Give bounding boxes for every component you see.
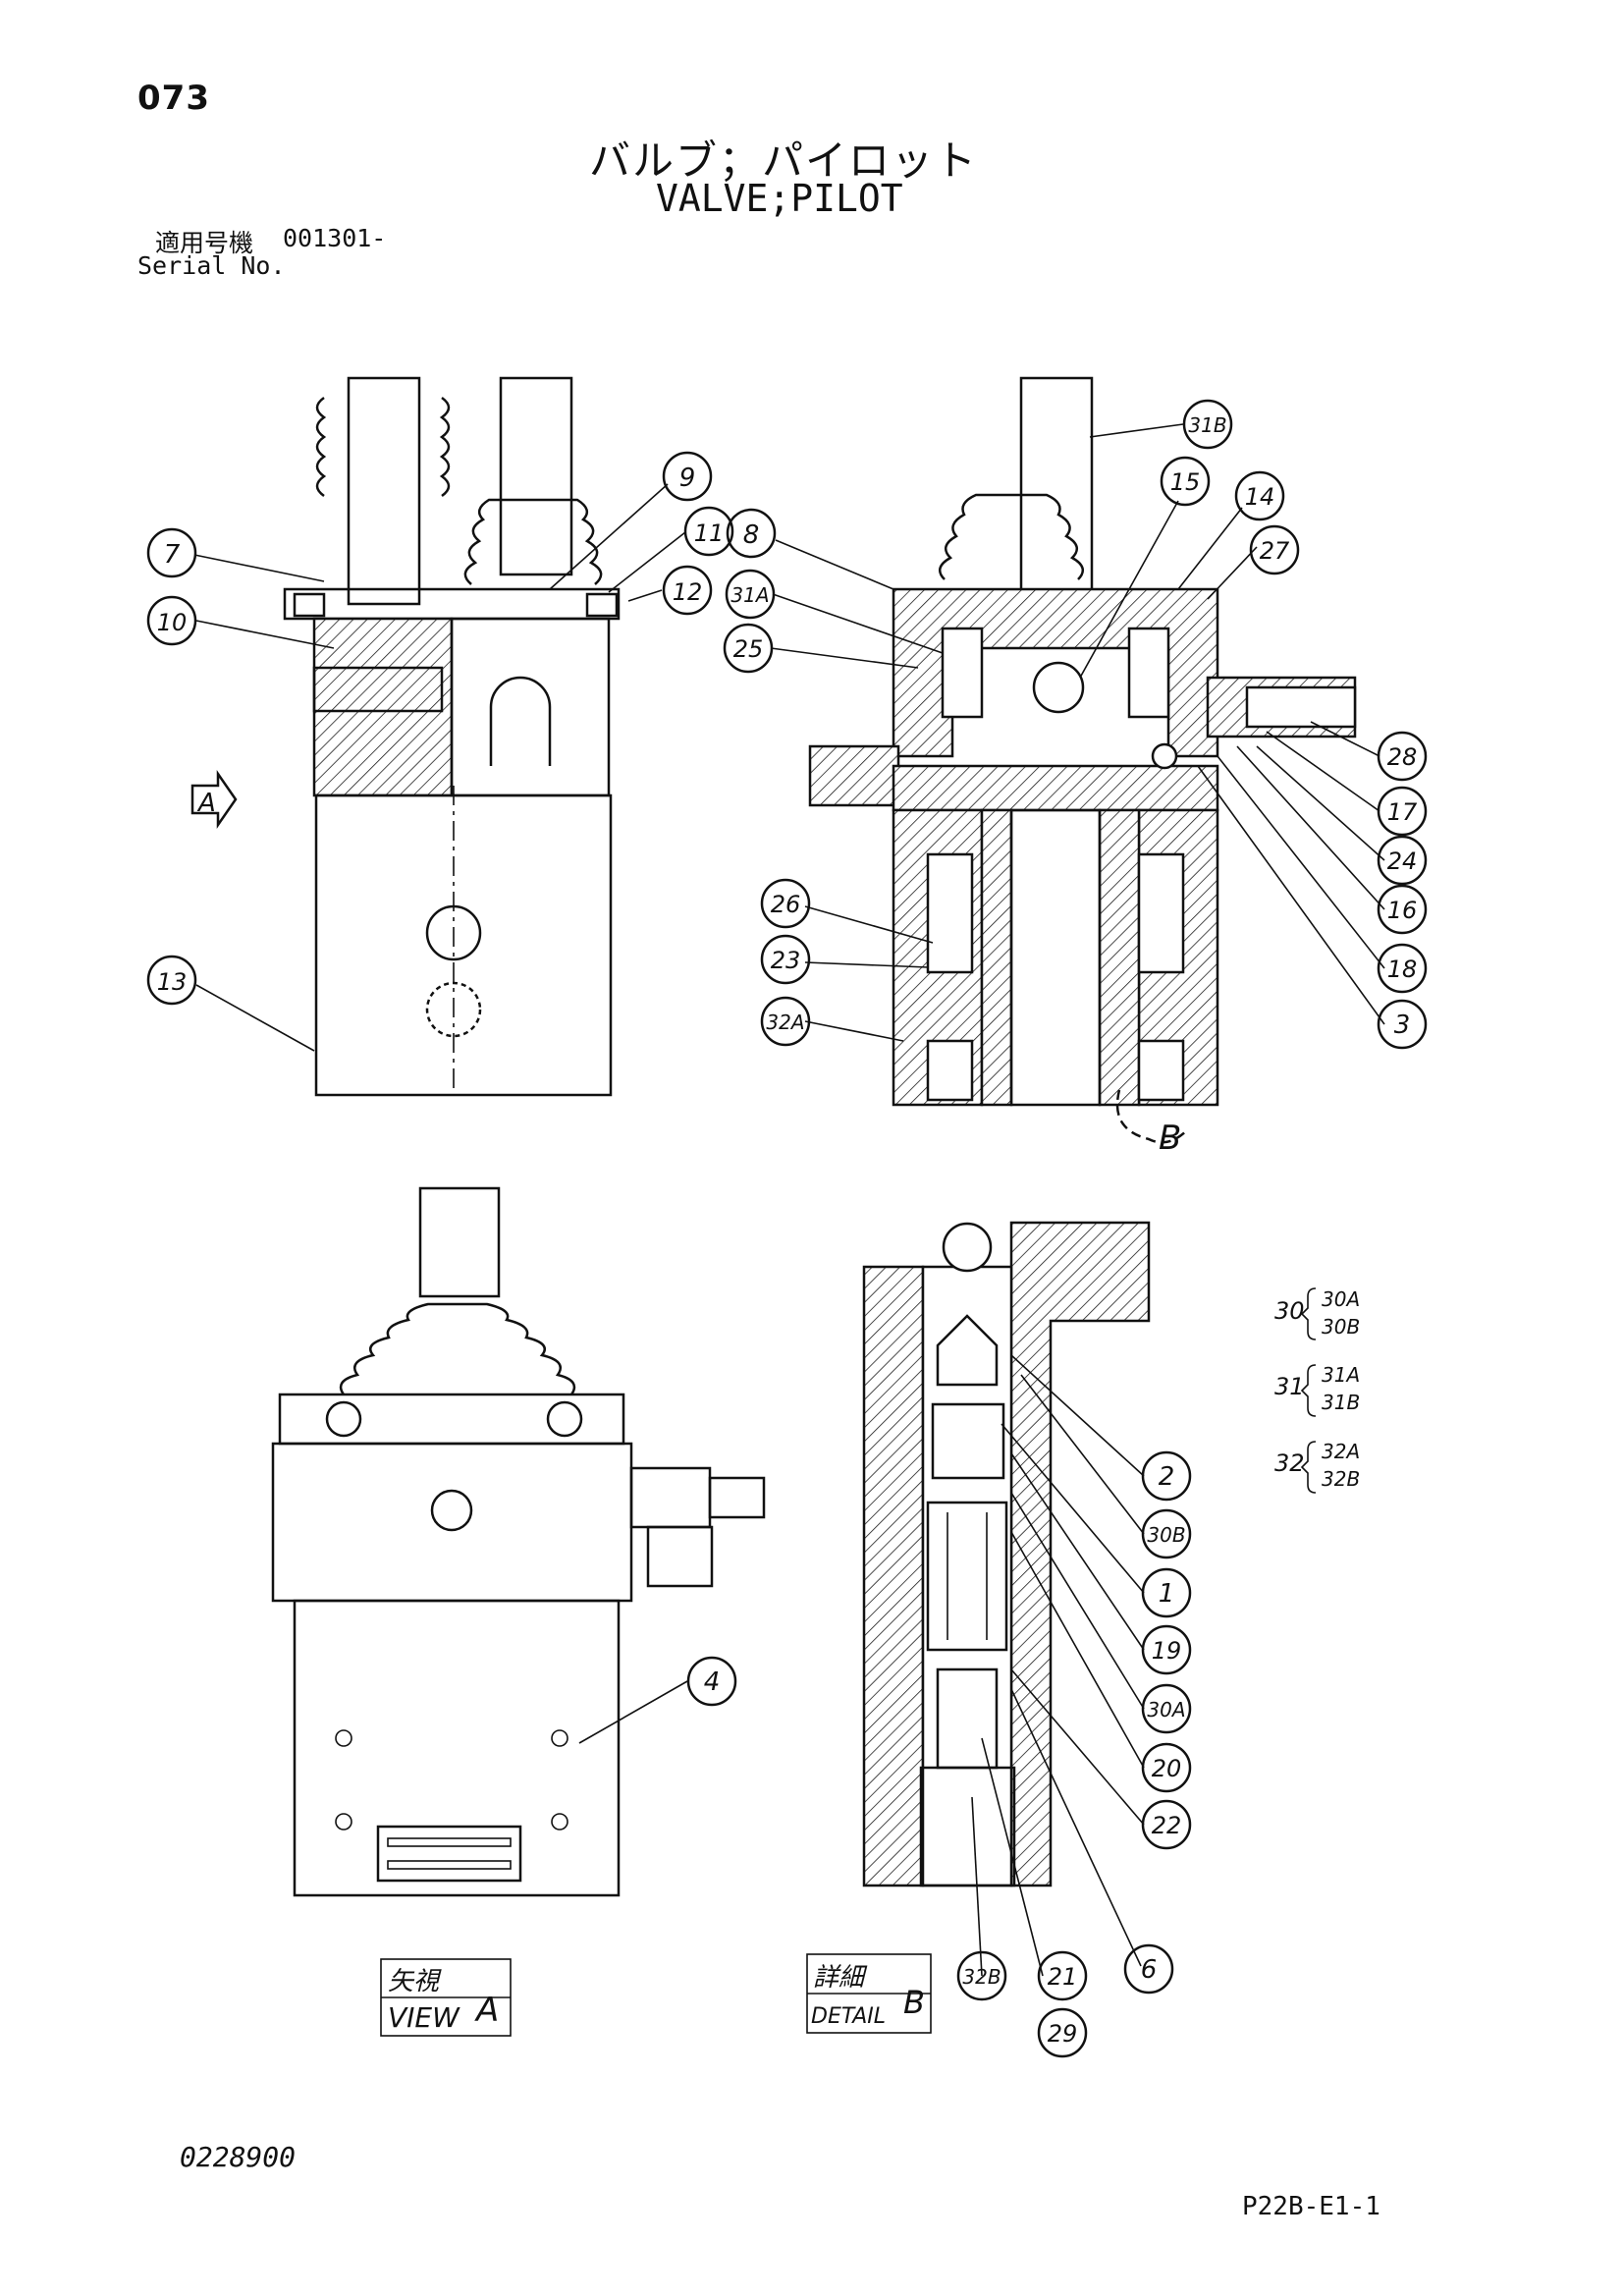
section-view: B (808, 376, 1357, 1158)
callout-7: 7 (164, 540, 181, 570)
group-32-sub-a: 32A (1322, 1440, 1360, 1463)
view-a-label-jp: 矢視 (388, 1967, 442, 1996)
group-32-sub-b: 32B (1322, 1467, 1360, 1491)
callout-9: 9 (679, 464, 696, 493)
group-31-sub-a: 31A (1322, 1363, 1360, 1387)
page-number: 073 (137, 79, 210, 118)
callout-15: 15 (1170, 468, 1201, 496)
group-31-main: 31 (1274, 1373, 1305, 1400)
callout-6: 6 (1141, 1955, 1158, 1985)
callout-1: 1 (1159, 1579, 1175, 1609)
group-31-sub-b: 31B (1322, 1391, 1360, 1414)
callout-24: 24 (1387, 847, 1418, 875)
callout-32b: 32B (962, 1965, 1001, 1989)
title-english: VALVE;PILOT (656, 177, 903, 220)
callout-13: 13 (157, 968, 188, 996)
callout-32a: 32A (766, 1011, 804, 1034)
leader-lines (193, 423, 1385, 1977)
callout-14: 14 (1245, 483, 1275, 511)
callout-21: 21 (1048, 1963, 1078, 1991)
detail-letter: B (1159, 1119, 1181, 1158)
detail-b-label-letter: B (903, 1984, 925, 2021)
detail-b-label-jp: 詳細 (813, 1963, 868, 1993)
document-code: 0228900 (180, 2141, 297, 2173)
callout-22: 22 (1152, 1812, 1182, 1839)
detail-b-label: 詳細 DETAIL B (806, 1953, 932, 2034)
detail-b-label-en: DETAIL (811, 2004, 886, 2029)
title-japanese: バルブ；パイロット (589, 137, 979, 185)
view-a-label: 矢視 VIEW A (380, 1958, 512, 2037)
callout-30a: 30A (1147, 1698, 1185, 1722)
view-a-label-letter: A (474, 1991, 499, 2030)
group-30-sub-b: 30B (1322, 1315, 1360, 1339)
group-30-main: 30 (1274, 1297, 1305, 1325)
callout-30b: 30B (1147, 1523, 1185, 1547)
callout-23: 23 (771, 947, 801, 974)
callout-3: 3 (1394, 1011, 1411, 1040)
group-32-main: 32 (1274, 1449, 1305, 1477)
detail-b (862, 1221, 1151, 1887)
callout-29: 29 (1048, 2020, 1078, 2048)
callout-18: 18 (1387, 956, 1418, 983)
callout-26: 26 (771, 891, 801, 918)
callout-10: 10 (157, 609, 188, 636)
callout-4: 4 (704, 1667, 721, 1697)
callout-16: 16 (1387, 897, 1418, 924)
group-30-sub-a: 30A (1322, 1287, 1360, 1311)
callout-2: 2 (1159, 1462, 1175, 1492)
side-view: A (190, 376, 621, 1097)
view-a (271, 1186, 766, 1897)
callout-28: 28 (1387, 743, 1418, 771)
serial-number-value: 001301- (283, 224, 387, 252)
callout-8: 8 (743, 520, 760, 550)
callout-12: 12 (673, 578, 703, 606)
callout-17: 17 (1387, 798, 1418, 826)
serial-label-english: Serial No. (137, 251, 286, 280)
group-legend: 30 30A 30B 31 31A 31B 32 32A 32B (1274, 1287, 1360, 1494)
callout-19: 19 (1152, 1637, 1182, 1665)
callout-27: 27 (1260, 537, 1290, 565)
serial-label-japanese: 適用号機 (155, 229, 254, 257)
callout-11: 11 (694, 519, 725, 547)
callouts: 7 10 9 11 12 13 8 31A 25 31B 15 14 27 28… (146, 399, 1428, 2058)
callout-25: 25 (733, 635, 764, 663)
view-arrow-letter: A (196, 789, 216, 818)
view-a-label-en: VIEW (388, 2001, 460, 2034)
callout-20: 20 (1152, 1755, 1182, 1782)
callout-31b: 31B (1188, 413, 1226, 437)
callout-31a: 31A (730, 583, 769, 607)
page-code: P22B-E1-1 (1242, 2192, 1380, 2221)
